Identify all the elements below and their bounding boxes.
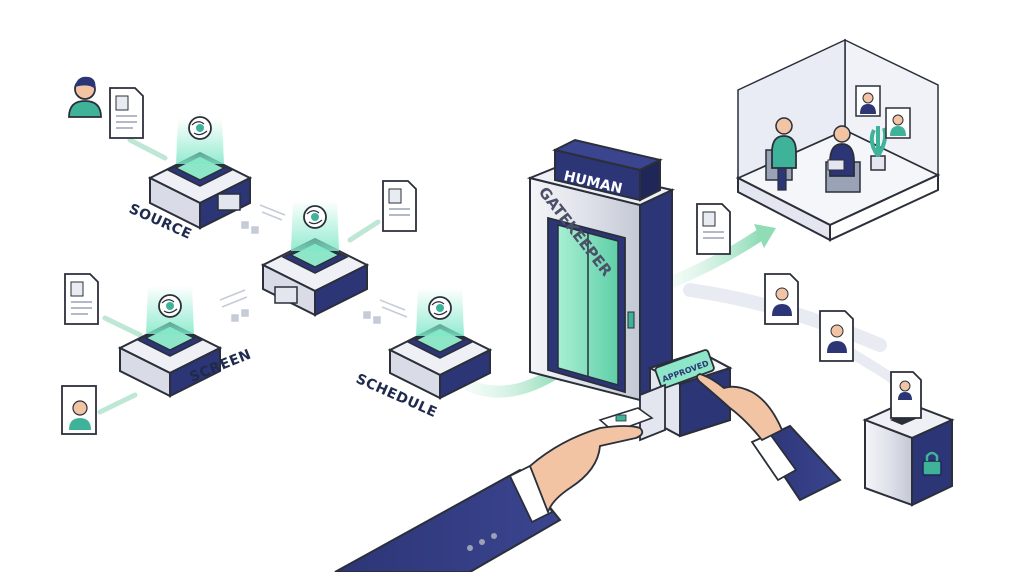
left-hand-arm — [334, 464, 562, 572]
hub-platform — [260, 200, 370, 317]
plant-icon — [869, 126, 888, 171]
human-gatekeeper-machine — [526, 138, 676, 402]
resume-icon — [764, 273, 799, 325]
screen-platform — [117, 286, 223, 398]
schedule-platform — [387, 288, 493, 400]
resume-icon — [890, 371, 922, 419]
resume-icon — [382, 180, 417, 232]
person-icon — [61, 385, 97, 435]
ai-brain-icon — [303, 205, 327, 229]
person-icon — [825, 125, 861, 193]
person-icon — [765, 117, 797, 191]
lock-icon — [922, 451, 942, 476]
resume-icon — [64, 273, 99, 325]
source-platform — [147, 116, 253, 230]
ai-brain-icon — [428, 296, 452, 320]
ai-brain-icon — [158, 294, 182, 318]
wall-portrait — [885, 107, 911, 139]
pointing-hand-icon — [696, 373, 784, 442]
pointing-hand-icon — [528, 425, 644, 515]
approved-button-icon[interactable]: APPROVED — [654, 349, 715, 390]
resume-icon — [109, 87, 144, 139]
resume-icon — [819, 310, 854, 362]
data-trails — [219, 204, 408, 324]
person-icon — [68, 76, 102, 118]
wall-portrait — [855, 85, 881, 117]
resume-icon — [696, 203, 731, 255]
ai-brain-icon — [188, 116, 212, 140]
